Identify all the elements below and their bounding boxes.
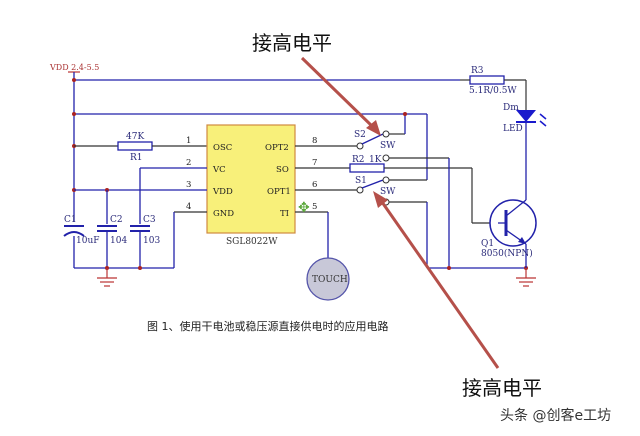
pin-num-4: 4 [186,202,191,212]
top-annotation: 接高电平 [252,31,332,55]
c3-capacitor: C3 103 [130,215,160,246]
s2-type: SW [380,141,396,151]
c3-value: 103 [143,236,160,246]
r1-ref: R1 [130,153,143,163]
touch-pad: TOUCH [306,257,350,301]
led-icon [516,110,536,122]
bottom-arrow [380,201,500,369]
bottom-annotation: 接高电平 [462,376,542,400]
touch-label: TOUCH [312,275,348,285]
c1-capacitor: C1 10uF [63,215,100,246]
pin-num-8: 8 [312,136,317,146]
c2-capacitor: C2 104 [97,215,127,246]
top-arrow [300,56,376,130]
c1-ref: C1 [64,215,77,225]
sgl8022w-chip: SGL8022W OSC VC VDD GND OPT2 SO OPT1 TI … [186,124,317,247]
pin-num-5: 5 [312,202,317,212]
r3-resistor: R3 5.1R/0.5W [460,66,526,96]
arrow-head-icon [366,120,381,136]
c2-value: 104 [110,236,127,246]
pin-num-6: 6 [312,180,317,190]
r3-value: 5.1R/0.5W [469,86,517,96]
pin-num-3: 3 [186,180,191,190]
q1-transistor: Q1 8050(NPN) [481,195,537,268]
s1-type: SW [380,187,396,197]
r2-value: 1K [369,155,382,165]
pin-num-2: 2 [186,158,191,168]
pin-ti: TI [280,209,289,219]
led-ref: Dm [503,103,519,113]
q1-ref: Q1 [481,239,494,249]
q1-type: 8050(NPN) [481,248,533,259]
r1-resistor: 47K R1 [74,132,207,163]
pin-num-1: 1 [186,136,191,146]
r2-ref: R2 [352,155,365,165]
pin-opt1: OPT1 [267,187,291,197]
s2-ref: S2 [354,130,366,140]
led-type: LED [503,124,523,134]
c3-ref: C3 [143,215,156,225]
r1-value: 47K [126,132,144,142]
figure-caption: 图 1、使用干电池或稳压源直接供电时的应用电路 [147,319,389,333]
r3-ref: R3 [471,66,484,76]
pin-so: SO [276,165,289,175]
arrow-head-icon [373,191,388,208]
c1-value: 10uF [76,236,100,246]
led-diode: Dm LED [503,80,547,195]
c2-ref: C2 [110,215,123,225]
left-wiring [74,167,207,287]
pin-osc: OSC [213,143,232,153]
pin-opt2: OPT2 [265,143,289,153]
move-cursor-icon: ✥ [298,200,310,216]
pin-vc: VC [212,165,226,175]
chip-name: SGL8022W [226,237,278,247]
annotations: 接高电平 接高电平 [252,31,542,400]
watermark: 头条 @创客e工坊 [500,407,611,424]
vdd-label: VDD 2.4-5.5 [49,63,99,72]
pin-num-7: 7 [312,158,317,168]
pin-vdd: VDD [212,187,233,197]
s1-ref: S1 [355,176,367,186]
pin-gnd: GND [213,209,234,219]
